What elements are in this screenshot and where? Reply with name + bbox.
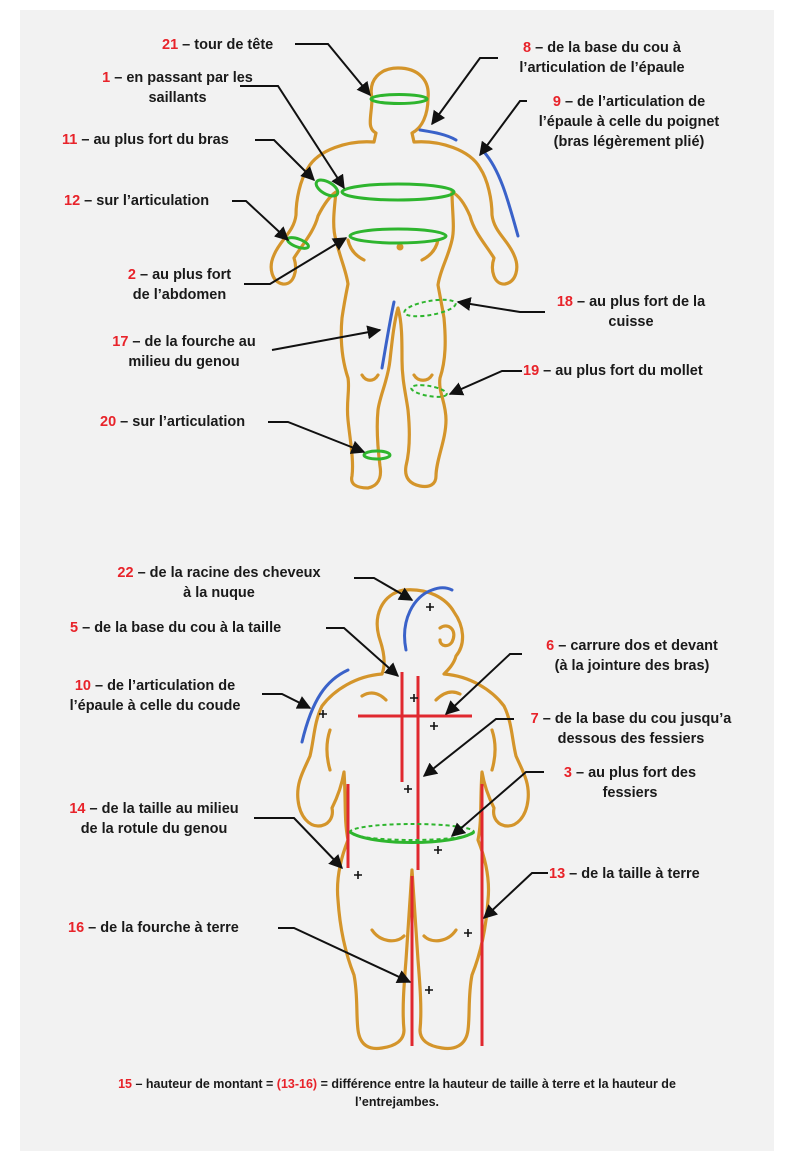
- chest-circumference-mark: [340, 182, 456, 202]
- back-body-outline: [296, 588, 530, 1051]
- leader-1: [240, 85, 345, 190]
- ankle-circumference-mark: [362, 449, 392, 461]
- leader-6: [444, 653, 522, 715]
- back-ear: [438, 624, 456, 648]
- back-arm-crease: [325, 728, 497, 772]
- label-22: 22 – de la racine des cheveux à la nuque: [117, 565, 321, 601]
- leader-20: [268, 421, 366, 454]
- upper-arm-circumference-mark: [314, 178, 340, 198]
- front-figure: [232, 43, 545, 490]
- label-19: 19 – au plus fort du mollet: [523, 363, 703, 379]
- leader-10: [262, 693, 312, 709]
- label-3: 3 – au plus fort des fessiers: [563, 765, 697, 801]
- shoulder-length-mark: [418, 128, 458, 142]
- footer-note: 15 – hauteur de montant = (13-16) = diff…: [118, 1077, 676, 1109]
- front-knee-marks: [360, 373, 434, 382]
- leader-17: [271, 325, 382, 351]
- label-7: 7 – de la base du cou jusqu’a dessous de…: [530, 711, 732, 747]
- abdomen-circumference-mark: [348, 227, 448, 245]
- navel: [396, 243, 404, 251]
- leader-2: [244, 237, 348, 285]
- leader-13: [482, 872, 548, 919]
- leader-11: [255, 139, 315, 181]
- label-13: 13 – de la taille à terre: [549, 866, 700, 882]
- leader-7: [422, 718, 514, 777]
- leader-14: [254, 817, 343, 870]
- label-5: 5 – de la base du cou à la taille: [70, 620, 282, 636]
- leader-12: [232, 200, 290, 241]
- label-9: 9 – de l’articulation de l’épaule à cell…: [538, 94, 720, 150]
- leader-16: [278, 927, 412, 984]
- inseam-knee-mark: [380, 300, 396, 370]
- front-body-outline: [269, 66, 519, 490]
- label-11: 11 – au plus fort du bras: [62, 132, 229, 148]
- label-12: 12 – sur l’articulation: [64, 193, 210, 209]
- leader-5: [326, 627, 400, 677]
- label-16: 16 – de la fourche à terre: [68, 920, 239, 936]
- label-10: 10 – de l’articulation de l’épaule à cel…: [69, 678, 241, 714]
- leader-3: [450, 771, 544, 837]
- label-14: 14 – de la taille au milieu de la rotule…: [69, 801, 239, 837]
- label-8: 8 – de la base du cou à l’articulation d…: [519, 40, 685, 76]
- arm-length-mark: [482, 150, 520, 238]
- calf-circumference-mark: [410, 384, 448, 398]
- leader-8: [431, 57, 498, 126]
- hairline-to-nape-mark: [403, 586, 454, 652]
- label-20: 20 – sur l’articulation: [100, 414, 246, 430]
- leader-9: [479, 100, 527, 157]
- label-2: 2 – au plus fort de l’abdomen: [127, 267, 232, 303]
- back-shoulder-blades: [360, 690, 462, 702]
- reference-crosses: [319, 603, 472, 994]
- label-1: 1 – en passant par les saillants: [102, 70, 253, 106]
- leader-18: [456, 297, 545, 313]
- leader-21: [295, 43, 371, 97]
- label-21: 21 – tour de tête: [162, 37, 274, 53]
- back-figure: [254, 577, 548, 1051]
- shoulder-to-elbow-mark: [300, 668, 350, 744]
- head-circumference-mark: [369, 93, 429, 105]
- back-buttock-crease: [370, 928, 458, 943]
- leader-22: [354, 577, 414, 601]
- thigh-circumference-mark: [403, 298, 457, 318]
- front-arm-inner-line: [346, 238, 440, 262]
- label-18: 18 – au plus fort de la cuisse: [556, 294, 706, 330]
- leader-19: [448, 370, 522, 396]
- label-17: 17 – de la fourche au milieu du genou: [112, 334, 256, 370]
- label-6: 6 – carrure dos et devant (à la jointure…: [546, 638, 718, 674]
